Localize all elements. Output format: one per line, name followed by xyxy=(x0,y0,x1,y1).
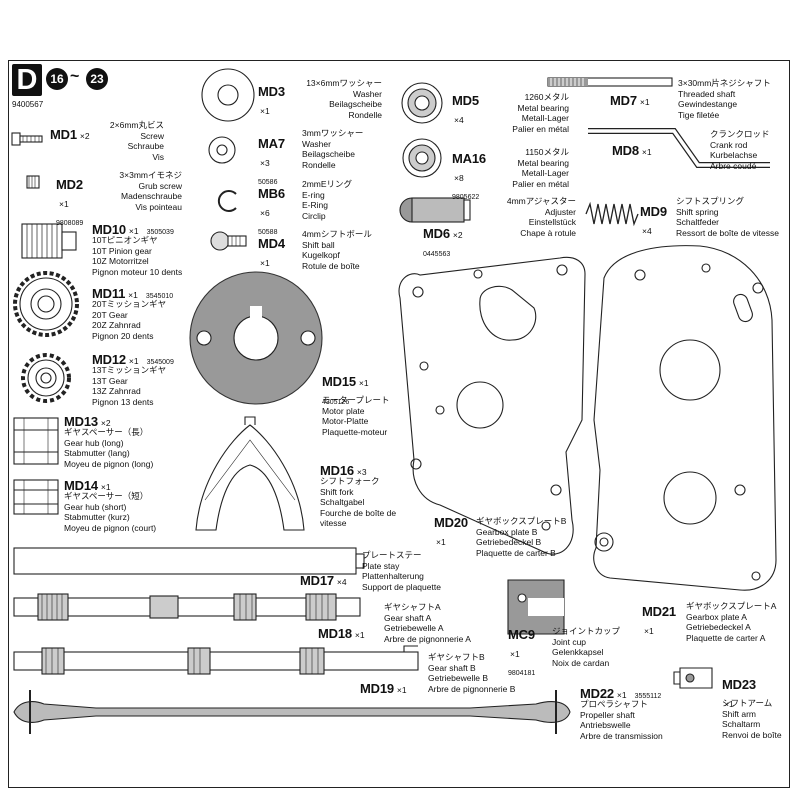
washer-small-drawing xyxy=(208,136,236,164)
gear-hub-short-drawing xyxy=(13,479,59,515)
shift-ball-drawing xyxy=(210,231,247,251)
sheet-code: 9400567 xyxy=(12,100,44,109)
part-label-md23: MD23×1 xyxy=(722,677,756,709)
part-label-md21: MD21×1 xyxy=(642,604,676,636)
part-label-md7: MD7×1 xyxy=(610,93,650,108)
shift-spring-drawing xyxy=(585,201,639,227)
part-label-md9: MD9×4 xyxy=(640,204,667,236)
plate-stay-drawing xyxy=(13,547,365,575)
step-to-badge: 23 xyxy=(86,68,108,90)
e-ring-drawing xyxy=(217,190,237,212)
threaded-shaft-drawing xyxy=(547,77,673,87)
shift-fork-drawing xyxy=(195,416,305,531)
part-label-md17: MD17×4 xyxy=(300,573,347,588)
part-label-md19: MD19×1 xyxy=(360,681,407,696)
sheet-frame xyxy=(8,60,790,788)
shift-arm-drawing xyxy=(673,667,713,689)
part-label-md20: MD20×1 xyxy=(434,515,468,547)
crank-rod-drawing xyxy=(588,128,770,168)
grub-screw-drawing xyxy=(26,175,40,189)
screw-drawing xyxy=(11,132,43,146)
part-label-md13: MD13×2 xyxy=(64,414,111,429)
part-label-md4: MD4×1 xyxy=(258,236,285,268)
metal-bearing-small-drawing xyxy=(402,138,442,178)
step-from-badge: 16 xyxy=(46,68,68,90)
part-label-md14: MD14×1 xyxy=(64,478,111,493)
part-label-md3: MD3×1 xyxy=(258,84,285,116)
joint-cup-drawing xyxy=(507,579,565,635)
metal-bearing-large-drawing xyxy=(401,82,443,124)
part-label-md5: MD5×4 xyxy=(452,93,479,125)
gear-shaft-b-drawing xyxy=(13,645,419,675)
gear-13t-drawing xyxy=(21,353,71,403)
propeller-shaft-drawing xyxy=(13,690,571,734)
sheet-letter: D xyxy=(12,64,42,96)
pinion-gear-drawing xyxy=(21,223,77,259)
part-names-md14: ギヤスペーサー（短）Gear hub (short)Stabmutter (ku… xyxy=(64,491,157,533)
gearbox-plate-a-drawing xyxy=(593,245,777,591)
step-separator: ~ xyxy=(70,68,80,85)
motor-plate-drawing xyxy=(189,271,323,405)
part-label-md16: MD16×3 xyxy=(320,463,367,478)
part-label-md8: MD8×1 xyxy=(612,143,652,158)
gear-20t-drawing xyxy=(13,271,79,337)
part-label-md1: MD1×2 xyxy=(50,127,90,142)
gearbox-plate-b-drawing xyxy=(398,256,586,555)
gear-hub-long-drawing xyxy=(13,417,59,465)
adjuster-drawing xyxy=(399,197,471,223)
part-label-md18: MD18×1 xyxy=(318,626,365,641)
washer-large-drawing xyxy=(201,68,255,122)
part-names-md13: ギヤスペーサー（長）Gear hub (long)Stabmutter (lan… xyxy=(64,427,154,469)
gear-shaft-a-drawing xyxy=(13,593,361,621)
